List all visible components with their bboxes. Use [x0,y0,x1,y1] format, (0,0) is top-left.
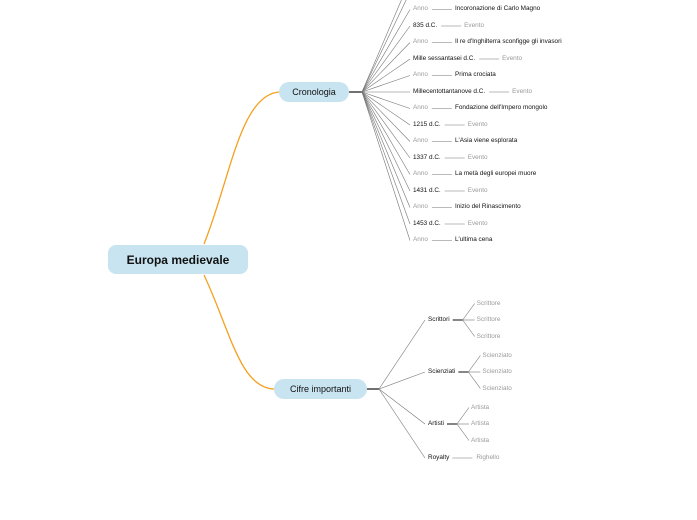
timeline-event[interactable]: Evento [467,186,488,194]
timeline-year[interactable]: Anno [413,38,428,45]
figures-child[interactable]: Artista [470,436,490,444]
timeline-fan-line [361,91,411,175]
timeline-year[interactable]: Anno [413,203,428,210]
timeline-year[interactable]: Anno [413,236,428,243]
figures-fan-line [378,388,426,425]
timeline-fan-line [361,9,411,93]
figures-child-line [468,355,481,373]
timeline-event[interactable]: Incoronazione di Carlo Magno [454,5,541,12]
figures-child[interactable]: Scrittore [476,332,501,340]
timeline-year[interactable]: 1337 d.C. [413,153,441,161]
figures-group-label[interactable]: Artisti [428,420,444,427]
timeline-fan-line [361,42,411,93]
figures-child[interactable]: Scrittore [476,316,501,323]
figures-fan-line [378,319,426,390]
timeline-year[interactable]: Anno [413,170,428,177]
timeline-event[interactable]: Evento [512,87,533,95]
timeline-year[interactable]: 835 d.C. [413,21,438,29]
timeline-fan-line [361,25,411,93]
figures-child-line [456,423,470,441]
timeline-event[interactable]: Evento [467,120,488,128]
timeline-year[interactable]: Mille sessantasei d.C. [413,54,476,62]
figures-child-line [462,319,475,337]
root-node[interactable]: Europa medievale [108,245,248,274]
timeline-year[interactable]: Anno [413,137,428,144]
timeline-year[interactable]: Anno [413,5,428,12]
root-to-cronologia-link [203,91,280,245]
cifre-importanti-node[interactable]: Cifre importanti [274,379,367,399]
timeline-fan-line [361,75,411,93]
timeline-event[interactable]: Il re d'Inghilterra sconfigge gli invaso… [454,38,562,45]
timeline-offscreen-line [361,0,407,93]
figures-child[interactable]: Righello [476,454,500,461]
timeline-event[interactable]: Evento [464,21,485,29]
figures-child[interactable]: Artista [470,420,490,427]
timeline-year[interactable]: Anno [413,71,428,78]
timeline-event[interactable]: Evento [467,219,488,227]
figures-fan-line [378,388,426,459]
figures-fan-line [378,371,426,390]
timeline-event[interactable]: L'Asia viene esplorata [454,137,518,144]
timeline-year[interactable]: Millecentottantanove d.C. [413,87,486,95]
timeline-year[interactable]: 1431 d.C. [413,186,441,194]
timeline-event[interactable]: Fondazione dell'Impero mongolo [454,104,548,111]
figures-child-line [456,407,470,425]
figures-child[interactable]: Scrittore [476,299,501,307]
timeline-fan-line [361,91,411,241]
figures-child-line [462,303,475,321]
timeline-fan-line [361,91,411,142]
timeline-fan-line [361,91,411,192]
figures-child[interactable]: Scienziato [482,368,512,375]
timeline-event[interactable]: La metà degli europei muore [454,170,537,177]
timeline-year[interactable]: Anno [413,104,428,111]
figures-child[interactable]: Artista [470,403,490,411]
timeline-offscreen-line [361,0,402,93]
timeline-fan-line [361,91,411,126]
cronologia-node[interactable]: Cronologia [279,82,349,102]
figures-child-line [468,371,481,389]
root-to-cifre-link [203,274,275,390]
figures-group-label[interactable]: Scrittori [428,316,450,323]
timeline-year[interactable]: 1453 d.C. [413,219,441,227]
timeline-event[interactable]: Evento [467,153,488,161]
timeline-fan-line [361,58,411,93]
timeline-event[interactable]: Prima crociata [454,71,496,78]
figures-group-label[interactable]: Scienziati [428,368,456,375]
figures-group-label[interactable]: Royalty [428,454,450,461]
timeline-fan-line [361,91,411,208]
timeline-fan-line [361,91,411,109]
timeline-fan-line [361,91,411,225]
timeline-event[interactable]: Evento [502,54,523,62]
figures-child[interactable]: Scienziato [482,351,512,359]
timeline-fan-line [361,91,411,159]
figures-child[interactable]: Scienziato [482,384,512,392]
timeline-event[interactable]: L'ultima cena [454,236,493,243]
timeline-event[interactable]: Inizio del Rinascimento [454,203,521,210]
timeline-year[interactable]: 1215 d.C. [413,120,441,128]
